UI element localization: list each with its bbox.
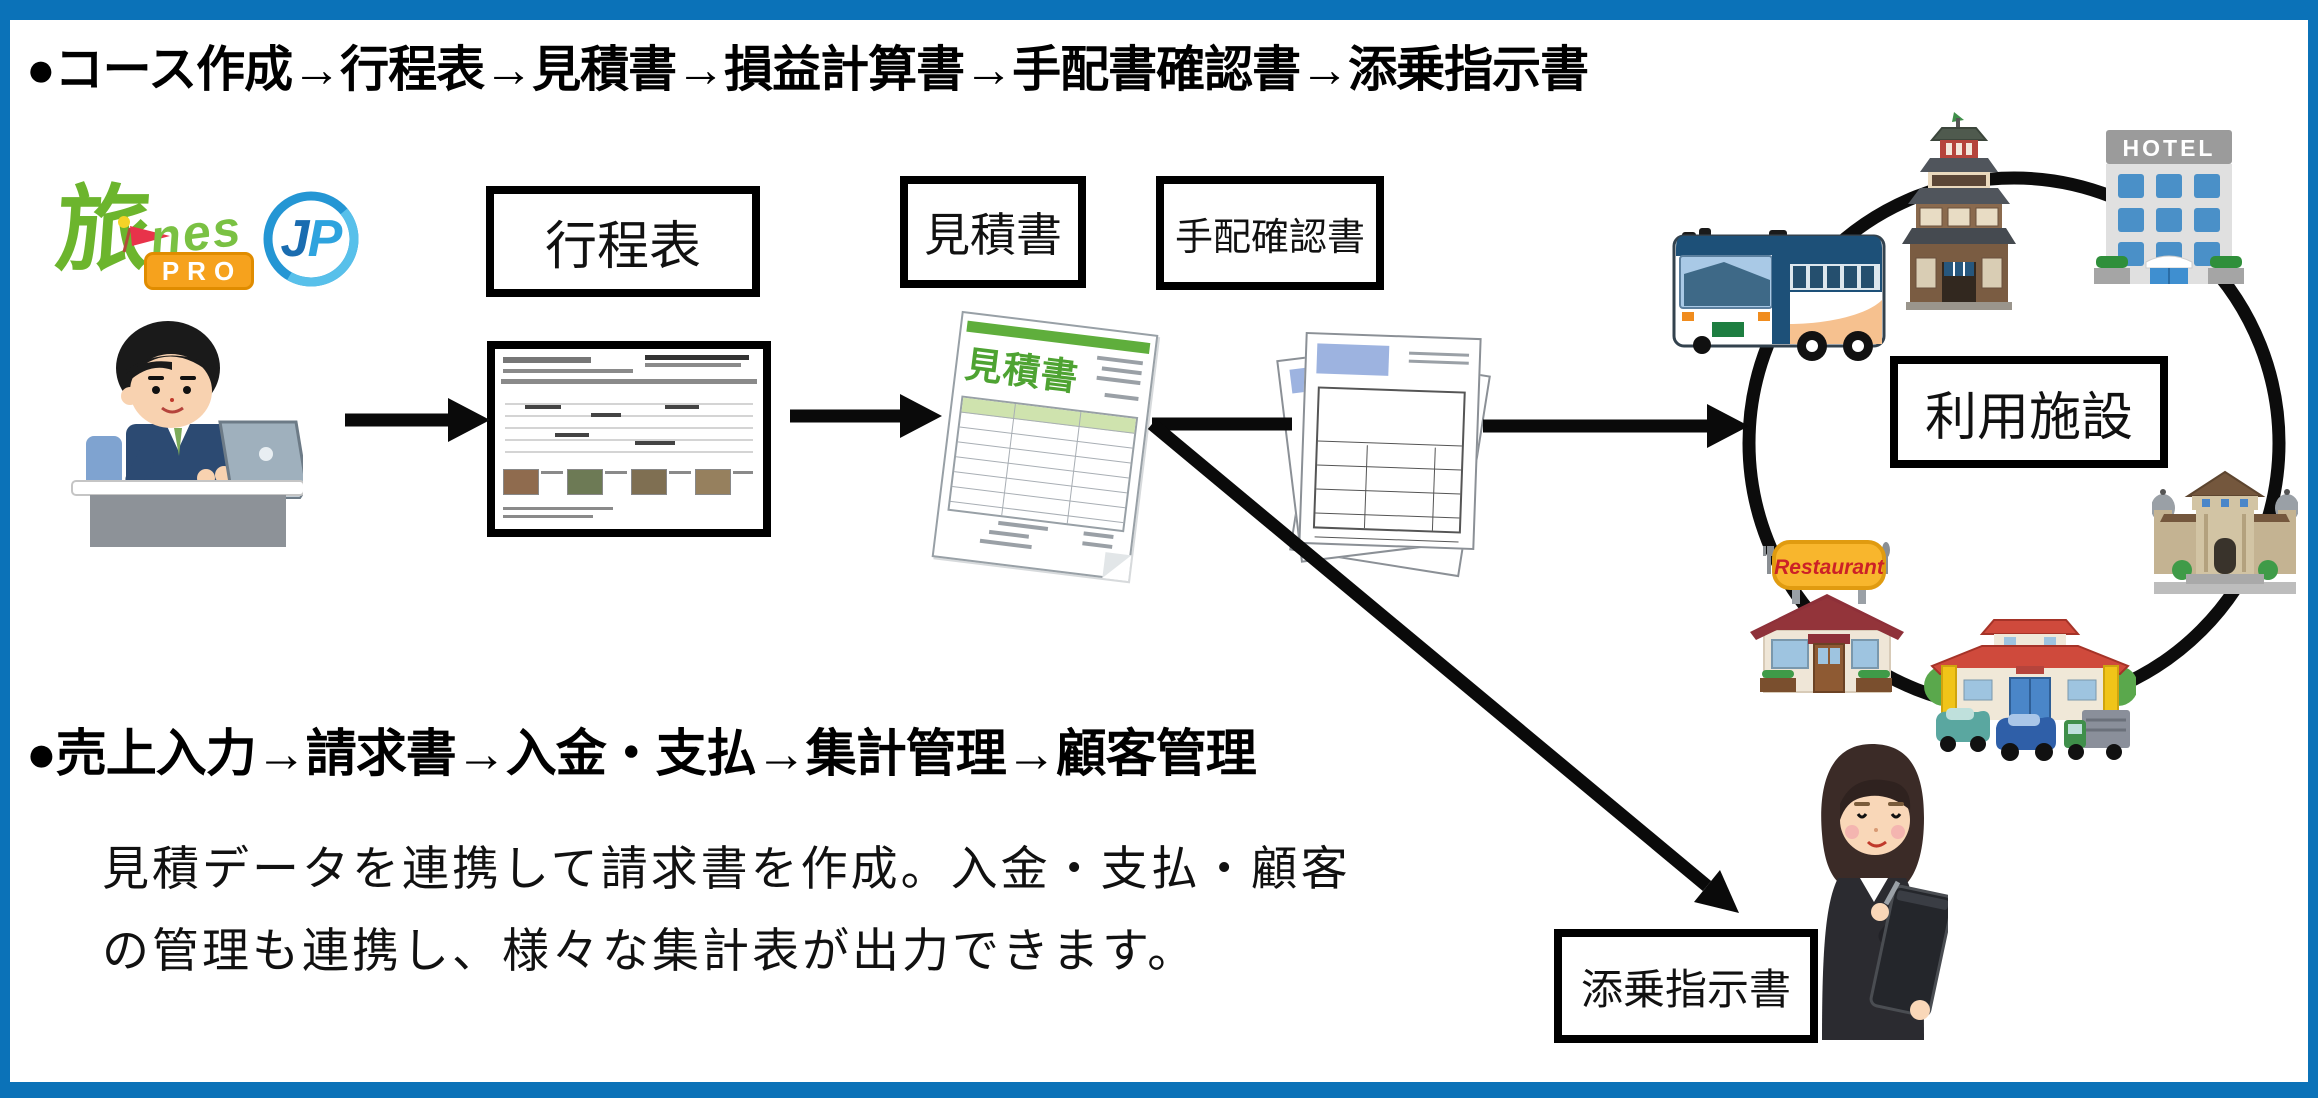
tour-instruction-label-box: 添乗指示書 — [1554, 929, 1818, 1043]
restaurant-building-illustration: Restaurant — [1750, 540, 1904, 693]
museum-building-illustration — [2152, 470, 2298, 594]
logo-pro-badge: PRO — [144, 252, 254, 290]
onsen-building-illustration — [1902, 112, 2016, 310]
restaurant-sign-text: Restaurant — [1774, 556, 1885, 579]
description-line-2: の管理も連携し、様々な集計表が出力できます。 — [102, 924, 1198, 977]
logo-jp-mark: J P — [263, 191, 359, 287]
hotel-sign-text: HOTEL — [2123, 135, 2216, 161]
facilities-label: 利用施設 — [1924, 389, 2133, 447]
arrangement-label: 手配確認書 — [1174, 216, 1365, 259]
flow-heading-2: ●売上入力→請求書→入金・支払→集計管理→顧客管理 — [26, 725, 1257, 782]
facilities-label-box: 利用施設 — [1890, 356, 2168, 468]
estimate-label: 見積書 — [924, 210, 1062, 261]
arrow-estimate-to-instruction — [1147, 419, 1712, 891]
arrangement-label-box: 手配確認書 — [1156, 176, 1384, 290]
businessman-at-laptop-illustration — [71, 321, 303, 547]
itinerary-label-box: 行程表 — [486, 186, 760, 297]
logo-jp-p: P — [308, 210, 343, 268]
logo-flag-icon — [118, 216, 170, 253]
brand-logo: 旅 nes PRO J P — [52, 179, 376, 304]
tour-instruction-label: 添乗指示書 — [1580, 967, 1791, 1014]
itinerary-document-preview — [487, 341, 771, 537]
estimate-label-box: 見積書 — [900, 176, 1086, 288]
itinerary-label: 行程表 — [544, 219, 701, 276]
sightseeing-bus-illustration — [1672, 228, 1886, 361]
flow-heading-1: ●コース作成→行程表→見積書→損益計算書→手配書確認書→添乗指示書 — [26, 43, 1589, 97]
logo-jp-j: J — [281, 210, 311, 268]
description-line-1: 見積データを連携して請求書を作成。入金・支払・顧客 — [102, 842, 1351, 895]
hotel-building-illustration: HOTEL — [2094, 130, 2244, 284]
roadside-station-illustration — [1924, 619, 2136, 761]
tour-conductor-woman-illustration — [1821, 744, 1948, 1040]
